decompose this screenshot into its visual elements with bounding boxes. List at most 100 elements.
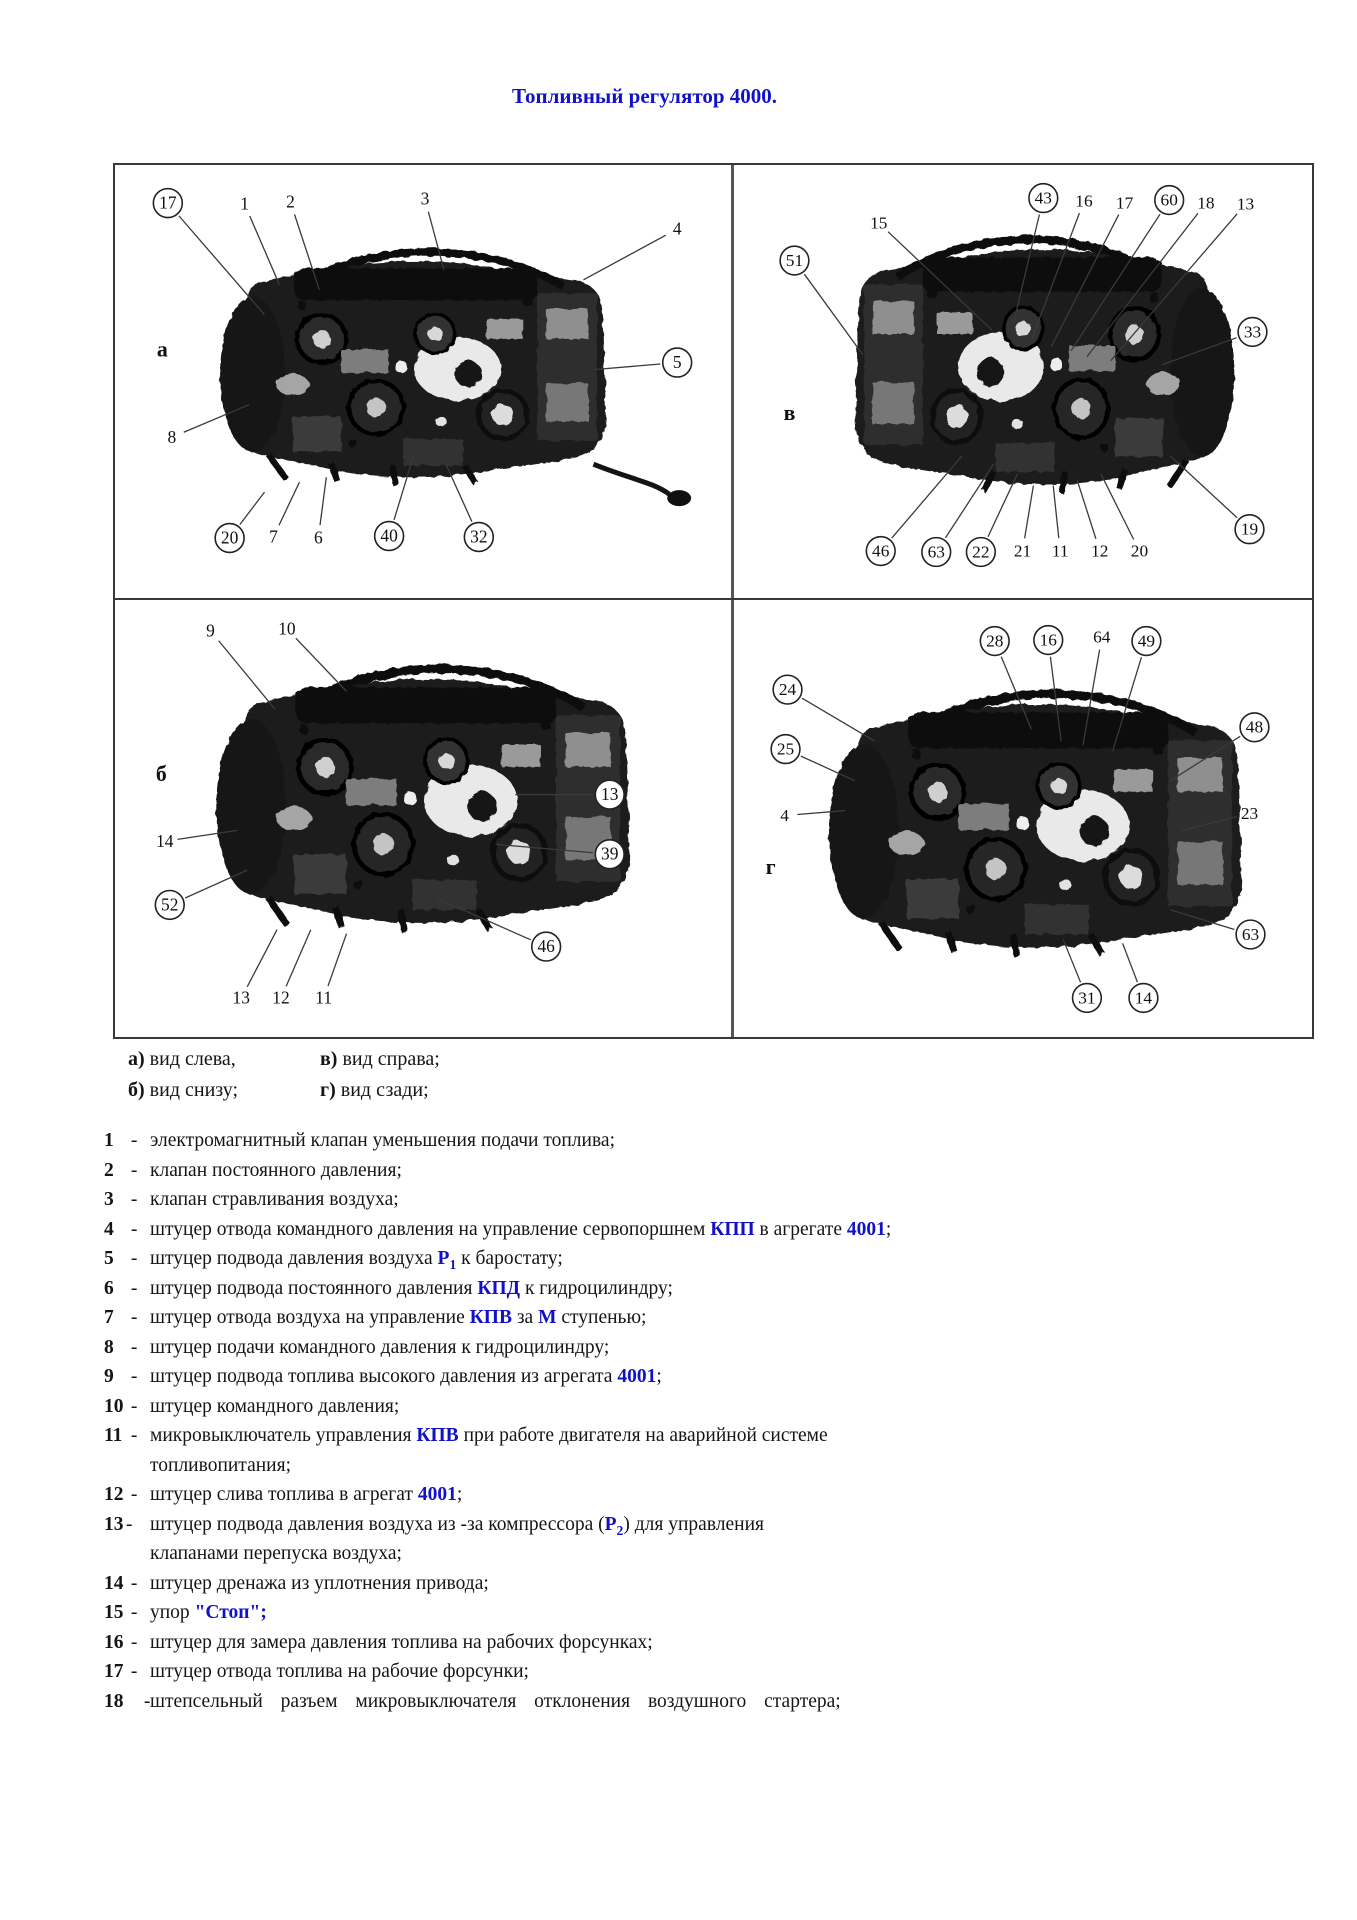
callout-circle <box>865 535 896 567</box>
callout-number: 16 <box>1075 192 1093 211</box>
callout-number: 11 <box>315 989 332 1008</box>
callout-number: 13 <box>601 785 619 804</box>
legend-item: 13- штуцер подвода давления воздуха из -… <box>104 1510 1104 1569</box>
callout-number: 39 <box>601 845 618 864</box>
cable-illustration <box>592 461 671 497</box>
callout-circle <box>979 625 1010 657</box>
callout-leader-line <box>183 403 250 433</box>
callout-leader-line <box>1170 909 1235 931</box>
callout-number: 14 <box>156 832 174 851</box>
callout-number: 11 <box>1052 541 1069 560</box>
caption-entry: в) вид справа; <box>320 1048 440 1070</box>
legend-item-number: 5 <box>104 1248 114 1269</box>
callout-leader-line <box>249 215 281 286</box>
legend-item: 12 - штуцер слива топлива в агрегат 4001… <box>104 1480 1104 1510</box>
callout-leader-line <box>1100 473 1135 540</box>
legend-item: 7 - штуцер отвода воздуха на управление … <box>104 1303 1104 1333</box>
callout-leader-line <box>1110 213 1238 362</box>
callout-number: 52 <box>161 895 178 914</box>
callout-leader-line <box>887 231 993 331</box>
panel-label: а <box>157 337 168 362</box>
callout-circle <box>214 522 245 554</box>
callout-leader-line <box>427 211 445 271</box>
callout-leader-line <box>293 214 320 291</box>
callout-leader-line <box>285 929 312 987</box>
callout-circle <box>1239 712 1270 743</box>
legend-item: 6 - штуцер подвода постоянного давления … <box>104 1274 1104 1304</box>
callout-leader-line <box>278 481 300 526</box>
callout-leader-line <box>891 455 963 539</box>
callout-number: 15 <box>870 213 887 232</box>
legend-item-number: 16 <box>104 1631 124 1653</box>
callout-number: 63 <box>928 542 945 561</box>
caption-entry: г) вид сзади; <box>320 1079 429 1101</box>
callout-number: 23 <box>1241 804 1258 823</box>
callout-leader-line <box>1122 943 1139 983</box>
callout-number: 33 <box>1244 322 1261 341</box>
legend-item: 4 - штуцер отвода командного давления на… <box>104 1215 1104 1245</box>
callout-leader-line <box>1086 212 1199 358</box>
callout-leader-line <box>987 473 1019 538</box>
callout-number: 13 <box>233 989 251 1008</box>
legend-item: 1 - электромагнитный клапан уменьшения п… <box>104 1126 1104 1156</box>
callout-leader-line <box>1076 479 1097 539</box>
callout-circle <box>1028 182 1059 214</box>
callout-leader-line <box>178 215 266 316</box>
legend-item-number: 3 <box>104 1189 114 1210</box>
legend-item-number: 6 <box>104 1277 114 1299</box>
callout-circle <box>152 187 184 219</box>
callout-number: 22 <box>972 542 989 561</box>
grid-divider-horizontal <box>115 598 1312 600</box>
callout-number: 24 <box>779 680 797 699</box>
callout-number: 46 <box>537 937 555 956</box>
caption-entry: а) вид слева, <box>128 1048 236 1070</box>
callout-circle <box>373 520 405 552</box>
callout-leader-line <box>595 363 661 371</box>
legend-list: 1 - электромагнитный клапан уменьшения п… <box>104 1126 1104 1716</box>
callout-leader-line <box>445 463 473 522</box>
callout-number: 7 <box>269 526 278 546</box>
callout-leader-line <box>803 273 864 356</box>
callout-leader-line <box>435 897 531 941</box>
callout-leader-line <box>319 477 327 526</box>
callout-leader-line <box>1169 735 1241 782</box>
legend-item-number: 13 <box>104 1513 124 1535</box>
cable-connector-illustration <box>667 490 692 507</box>
callout-leader-line <box>1030 212 1080 341</box>
callout-number: 2 <box>286 192 295 212</box>
callout-leader-line <box>295 637 347 692</box>
callout-circle <box>1154 184 1185 216</box>
callout-circle <box>770 733 801 765</box>
legend-item: 17 - штуцер отвода топлива на рабочие фо… <box>104 1657 1104 1687</box>
callout-leader-line <box>327 933 348 987</box>
callout-number: 13 <box>1237 194 1254 213</box>
callout-number: 48 <box>1246 718 1263 737</box>
callout-circle <box>772 674 803 705</box>
callout-number: 49 <box>1138 631 1155 650</box>
legend-item-number: 14 <box>104 1572 124 1594</box>
callout-leader-line <box>495 843 593 854</box>
engine-illustration <box>216 669 629 932</box>
legend-item: 15 - упор "Стоп"; <box>104 1598 1104 1628</box>
callout-number: 12 <box>272 989 289 1008</box>
callout-circle <box>1234 514 1265 545</box>
callout-number: 8 <box>167 427 176 447</box>
grid-divider-vertical <box>731 165 734 1037</box>
callout-circle <box>965 536 997 568</box>
legend-item: 10 - штуцер командного давления; <box>104 1392 1104 1422</box>
callout-number: 32 <box>470 526 487 546</box>
callout-number: 20 <box>1131 541 1148 560</box>
callout-number: 46 <box>872 541 890 560</box>
caption-entry: б) вид снизу; <box>128 1079 239 1101</box>
callout-leader-line <box>177 829 238 841</box>
callout-leader-line <box>1012 214 1041 324</box>
legend-item: 9 - штуцер подвода топлива высокого давл… <box>104 1362 1104 1392</box>
callout-number: 21 <box>1014 541 1031 560</box>
callout-number: 4 <box>780 806 789 825</box>
callout-circle <box>594 839 625 870</box>
legend-item: 3 - клапан стравливания воздуха; <box>104 1185 1104 1215</box>
callout-leader-line <box>1070 213 1161 352</box>
